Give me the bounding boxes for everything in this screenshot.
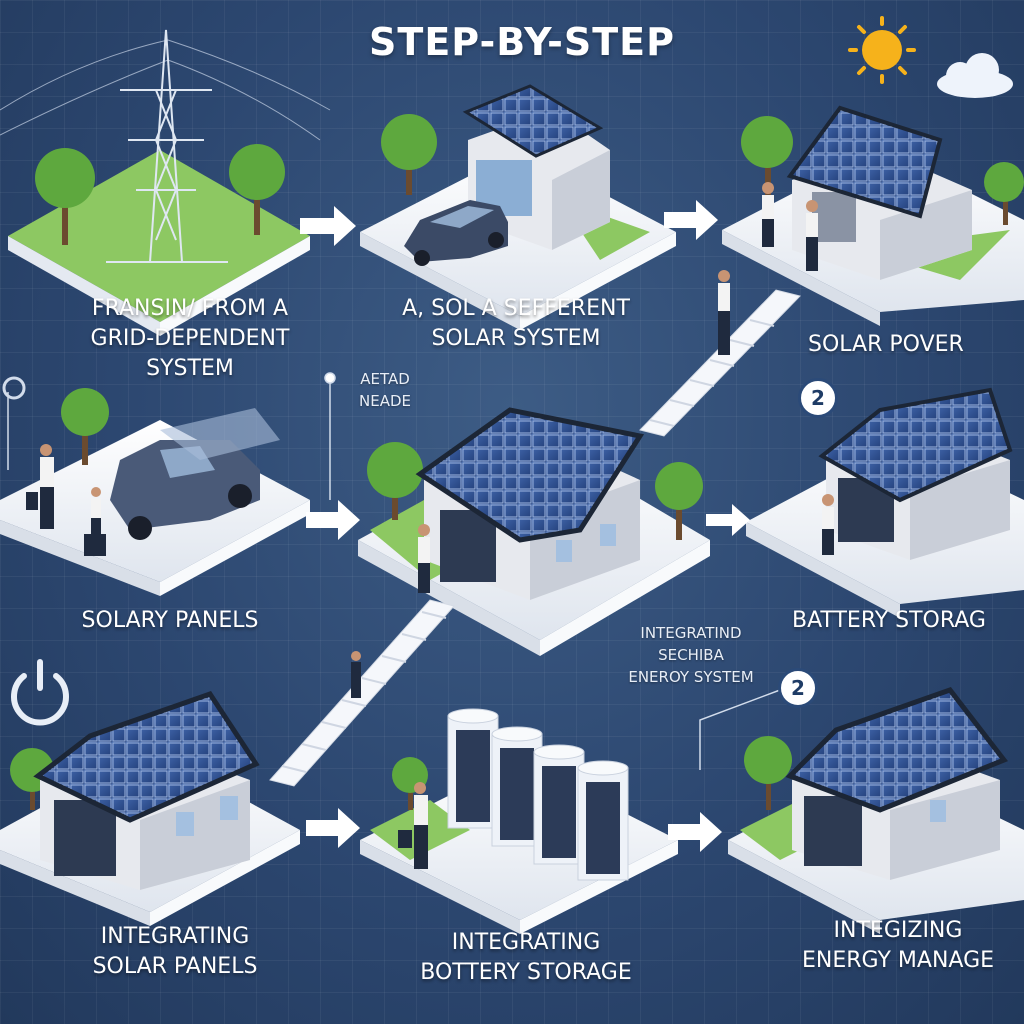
step-1-line-1: FRANSIN/ FROM A	[91, 296, 289, 321]
step-8-line-2: BOTTERY STORAGE	[420, 960, 632, 985]
step-4-label: SOLARY PANELS	[81, 608, 259, 633]
step-2-label: A, SOL A SEFFERENT SOLAR SYSTEM	[356, 294, 676, 354]
step-6-label: BATTERY STORAG	[792, 608, 986, 633]
side-note: AETAD NEADE	[340, 368, 430, 412]
step-2-line-2: SOLAR SYSTEM	[431, 326, 601, 351]
step-2-line-1: A, SOL A SEFFERENT	[402, 296, 630, 321]
step-9-line-2: ENERGY MANAGE	[801, 948, 995, 973]
house-icon	[415, 407, 645, 600]
step-5-note-line-2: SECHIBA	[658, 646, 724, 664]
step-7-line-1: INTEGRATING	[100, 924, 250, 949]
step-5-note-line-1: INTEGRATIND	[640, 624, 742, 642]
step-5-note-line-3: ENEROY SYSTEM	[628, 668, 754, 686]
step-3-label: SOLAR POVER	[808, 332, 964, 357]
car-icon	[404, 200, 508, 266]
platform-1	[8, 150, 310, 336]
battery-icon	[447, 708, 629, 881]
cloud-icon	[937, 53, 1013, 98]
step-8-label: INTEGRATING BOTTERY STORAGE	[376, 928, 676, 988]
pylon-icon	[106, 29, 228, 263]
step-1-label: FRANSIN/ FROM A GRID-DEPENDENT SYSTEM	[40, 294, 340, 384]
step-badge: 2	[778, 668, 818, 708]
step-7-label: INTEGRATING SOLAR PANELS	[30, 922, 320, 982]
arrow-icon	[300, 200, 750, 852]
step-1-line-2: GRID-DEPENDENT	[90, 326, 290, 351]
house-icon	[785, 687, 1008, 880]
side-note-line-1: AETAD	[360, 370, 410, 388]
step-8-line-1: INTEGRATING	[451, 930, 601, 955]
house-icon	[786, 105, 972, 280]
power-icon	[11, 659, 69, 726]
step-5-note: INTEGRATIND SECHIBA ENEROY SYSTEM	[596, 622, 786, 688]
step-9-label: INTEGIZING ENERGY MANAGE	[772, 916, 1024, 976]
house-icon	[818, 387, 1013, 560]
step-1-line-3: SYSTEM	[146, 356, 234, 381]
gauge-icon	[2, 376, 26, 400]
step-7-line-2: SOLAR PANELS	[92, 954, 258, 979]
page-title: STEP-BY-STEP	[369, 20, 675, 64]
sun-icon	[848, 16, 916, 84]
step-9-line-1: INTEGIZING	[833, 918, 963, 943]
tree-icon	[10, 114, 1024, 810]
step-badge: 2	[798, 378, 838, 418]
car-icon	[110, 408, 280, 540]
side-note-line-2: NEADE	[359, 392, 411, 410]
person-icon	[26, 182, 834, 869]
house-icon	[33, 690, 260, 890]
